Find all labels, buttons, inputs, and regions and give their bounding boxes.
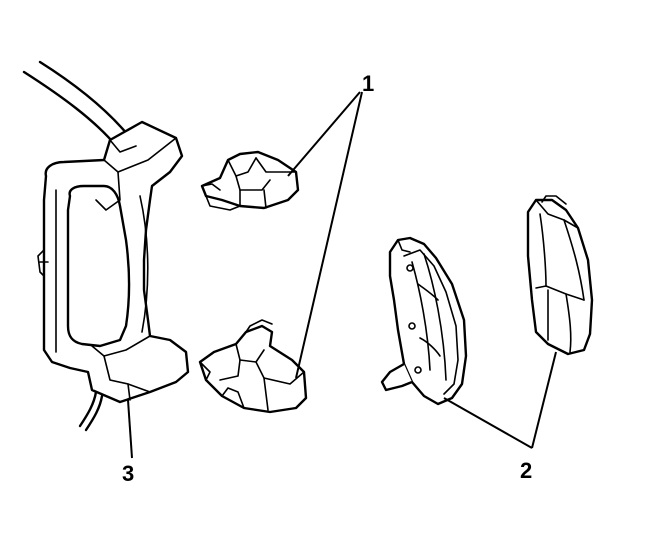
leader-1-lower xyxy=(295,91,363,379)
callout-3-label: 3 xyxy=(122,461,134,486)
brake-pad-outer xyxy=(526,195,594,356)
callout-2-label: 2 xyxy=(520,458,532,483)
leader-1-upper xyxy=(287,91,361,177)
brake-pad-inner xyxy=(380,236,468,406)
abutment-clip-upper xyxy=(200,150,300,211)
leader-2-outer xyxy=(531,351,557,449)
brake-hose xyxy=(22,60,134,150)
leader-2-inner xyxy=(443,397,533,449)
leader-lines xyxy=(127,91,557,459)
leader-3 xyxy=(127,399,133,459)
callout-1-label: 1 xyxy=(362,71,374,96)
abutment-clip-lower xyxy=(198,319,308,414)
caliper-bracket xyxy=(37,120,190,432)
